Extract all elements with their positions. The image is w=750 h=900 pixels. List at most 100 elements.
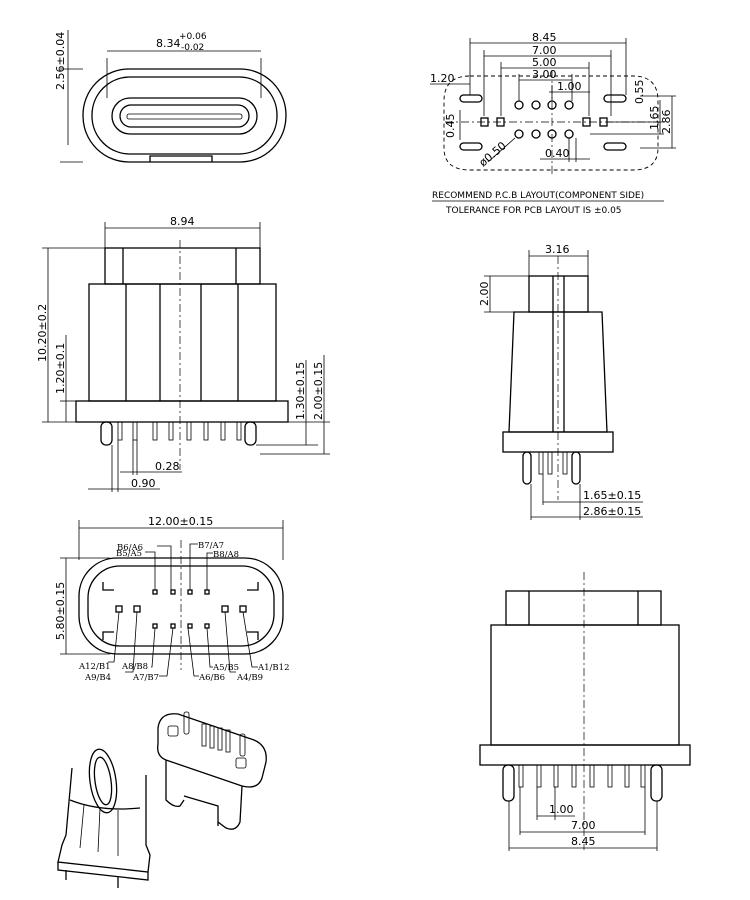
bottom-pin: [221, 605, 229, 613]
pin-label-b8a8: B8/A8: [213, 550, 239, 560]
front-body: [88, 283, 277, 402]
pcb-h-045: 0.45: [444, 114, 457, 139]
bottom-pin: [204, 589, 210, 595]
pcb-slot-br: [603, 142, 627, 151]
iso-left-top-face: [88, 748, 118, 814]
pin-label-a4b9: A4/B9: [236, 673, 263, 683]
bottom-corner-mark: [247, 631, 259, 640]
pcb-layout-view: 8.45 7.00 5.00 3.00 1.00 1.20 0.45 0.55 …: [430, 31, 676, 216]
top-width-tol-plus: +0.06: [179, 32, 207, 42]
pcb-h-055: 0.55: [633, 80, 646, 105]
back-flange: [479, 744, 691, 766]
pin-label-b7a7: B7/A7: [198, 541, 224, 551]
pcb-width-500: 5.00: [532, 56, 557, 69]
pcb-hole: [514, 129, 524, 139]
back-signal-pins: [518, 764, 646, 788]
pin-label-a7b7: A7/B7: [132, 673, 159, 683]
pcb-h-165: 1.65: [648, 106, 661, 131]
iso-view-left: [57, 748, 151, 888]
pcb-tolerance-note: TOLERANCE FOR PCB LAYOUT IS ±0.05: [445, 206, 622, 216]
pcb-left-offset: 1.20: [430, 72, 455, 85]
back-body: [490, 624, 680, 746]
pin-label-b5a5: B5/A5: [116, 549, 142, 559]
pin-label-b6a6: B6/A6: [117, 543, 143, 553]
pcb-slot-bl: [459, 142, 483, 151]
pcb-width-100: 1.00: [557, 80, 582, 93]
front-pitch-090: 0.90: [131, 477, 156, 490]
pcb-width-845: 8.45: [532, 31, 557, 44]
bottom-pin: [152, 623, 158, 629]
pin-label-a5b5: A5/B5: [212, 663, 239, 673]
bottom-pin: [187, 623, 193, 629]
front-width-label: 8.94: [170, 215, 195, 228]
bottom-pin: [204, 623, 210, 629]
bottom-pin: [152, 589, 158, 595]
side-dim-286: 2.86±0.15: [583, 505, 641, 518]
iso-view-right: [157, 711, 267, 830]
pcb-h-286: 2.86: [660, 110, 673, 135]
top-tongue: [126, 113, 243, 120]
pcb-slot-tl: [459, 94, 483, 103]
front-pin-height-1: 1.30±0.15: [294, 362, 307, 420]
bottom-pin: [170, 623, 176, 629]
front-top-block: [104, 247, 261, 285]
back-pitch-label: 1.00: [549, 803, 574, 816]
back-width-845: 8.45: [571, 835, 596, 848]
front-pin-left: [100, 421, 113, 446]
bottom-inner-shell: [87, 565, 275, 647]
back-pin-right: [650, 764, 663, 802]
pcb-hole: [564, 100, 574, 110]
pcb-hole: [531, 100, 541, 110]
pin-label-a8b8: A8/B8: [121, 662, 148, 672]
bottom-pin: [115, 605, 123, 613]
pcb-slot-tr: [603, 94, 627, 103]
bottom-corner-mark: [102, 582, 114, 591]
pcb-outline: [443, 75, 659, 171]
bottom-view: B6/A6 B7/A7 B5/A5 B8/A8 A12/B1 A8/B8 A5/…: [54, 515, 289, 683]
front-signal-pins: [117, 421, 242, 441]
bottom-pin: [133, 605, 141, 613]
top-inner-shell: [91, 76, 278, 155]
bottom-pin: [170, 589, 176, 595]
top-width-label: 8.34: [156, 37, 181, 50]
pcb-width-700: 7.00: [532, 44, 557, 57]
pcb-layout-title: RECOMMEND P.C.B LAYOUT(COMPONENT SIDE): [432, 191, 644, 201]
side-view: 3.16 2.00 1.65±0.15 2.86±0.15: [478, 243, 643, 520]
top-port-opening: [111, 97, 258, 135]
front-flange-label: 1.20±0.1: [54, 343, 67, 394]
top-notch: [149, 155, 213, 162]
iso-left-body: [57, 767, 151, 873]
side-height-label: 2.00: [478, 282, 491, 307]
top-view: 8.34 +0.06 -0.02 2.56±0.04: [54, 30, 287, 163]
back-width-700: 7.00: [571, 819, 596, 832]
iso-right-pins: [183, 711, 246, 757]
bottom-corner-mark: [247, 582, 259, 591]
top-width-tol-minus: -0.02: [181, 43, 204, 53]
front-pin-right: [244, 421, 257, 446]
pin-label-a1b12: A1/B12: [257, 663, 289, 673]
iso-right-flange: [157, 713, 267, 788]
front-pin-height-2: 2.00±0.15: [312, 362, 325, 420]
front-height-label: 10.20±0.2: [36, 304, 49, 362]
front-flange: [75, 400, 289, 423]
bottom-width-label: 12.00±0.15: [148, 515, 213, 528]
bottom-pin: [239, 605, 247, 613]
top-height-label: 2.56±0.04: [54, 32, 67, 90]
pin-label-a6b6: A6/B6: [198, 673, 225, 683]
side-dim-165: 1.65±0.15: [583, 489, 641, 502]
pin-label-a9b4: A9/B4: [84, 673, 111, 683]
front-pitch-028: 0.28: [155, 460, 180, 473]
pcb-hole: [564, 129, 574, 139]
back-pin-left: [502, 764, 515, 802]
pcb-hole: [514, 100, 524, 110]
pcb-gap-040: 0.40: [545, 147, 570, 160]
top-outer-shell: [82, 68, 287, 163]
bottom-pin: [187, 589, 193, 595]
front-view: 8.94 10.20±0.2 1.20±0.1 1.30±0.15 2.00±0…: [36, 215, 330, 492]
side-width-label: 3.16: [545, 243, 570, 256]
pcb-width-300: 3.00: [532, 68, 557, 81]
back-view: 1.00 7.00 8.45: [479, 572, 691, 851]
pcb-hole: [531, 129, 541, 139]
bottom-corner-mark: [102, 631, 114, 640]
